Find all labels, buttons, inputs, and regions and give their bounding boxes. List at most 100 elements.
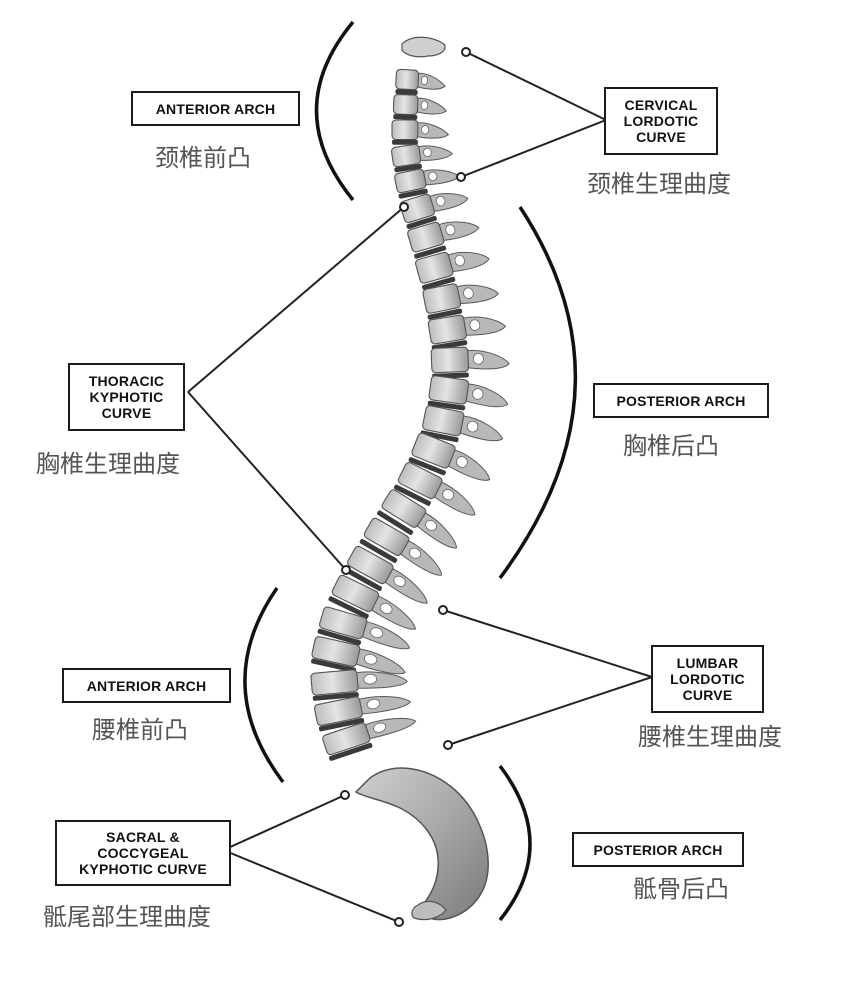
vertebral-foramen xyxy=(472,388,484,400)
vertebral-foramen xyxy=(420,100,429,110)
vertebral-body xyxy=(381,489,427,528)
vertebra-process xyxy=(415,511,458,549)
intervertebral-disc xyxy=(414,245,447,259)
vertebra-process xyxy=(432,481,476,516)
label-anterior-arch-lumbar: ANTERIOR ARCH xyxy=(62,668,231,703)
intervertebral-disc xyxy=(311,658,357,673)
label-posterior-arch-sacral: POSTERIOR ARCH xyxy=(572,832,744,867)
vertebral-body xyxy=(394,168,427,194)
leader-lines xyxy=(187,51,653,923)
intervertebral-disc xyxy=(394,163,422,173)
vertebral-body xyxy=(391,119,419,141)
intervertebral-disc xyxy=(395,89,418,95)
vertebral-foramen xyxy=(379,602,393,614)
cn-cervical-lordotic-curve: 颈椎生理曲度 xyxy=(587,170,731,198)
vertebral-foramen xyxy=(373,722,387,733)
bracket-lumbar-anterior xyxy=(243,587,285,784)
vertebral-foramen xyxy=(423,147,432,158)
vertebral-body xyxy=(392,93,419,116)
intervertebral-disc xyxy=(392,139,418,145)
vertebra-process xyxy=(399,539,443,576)
coccyx xyxy=(411,900,447,921)
vertebral-foramen xyxy=(445,224,456,236)
vertebral-body xyxy=(422,283,462,314)
vertebra-process xyxy=(428,193,469,212)
label-sacral-coccygeal-kyphotic-curve: SACRAL & COCCYGEAL KYPHOTIC CURVE xyxy=(55,820,231,886)
vertebral-body xyxy=(395,68,420,91)
vertebral-foramen xyxy=(428,171,438,182)
intervertebral-disc xyxy=(420,430,459,443)
bracket-sacral-posterior xyxy=(498,764,532,922)
vertebral-body xyxy=(415,251,454,284)
vertebral-body xyxy=(430,346,470,374)
spinous-processes xyxy=(354,36,510,740)
vertebral-body xyxy=(311,636,361,667)
vertebral-body xyxy=(428,375,470,405)
vertebral-body xyxy=(322,722,371,756)
vertebral-foramen xyxy=(442,489,455,501)
vertebral-foramen xyxy=(363,673,378,685)
vertebral-foramen xyxy=(454,254,465,267)
intervertebral-disc xyxy=(393,114,418,120)
vertebral-foramen xyxy=(370,627,384,638)
vertebral-body xyxy=(422,405,465,437)
vertebral-foramen xyxy=(425,520,437,532)
intervertebral-disc xyxy=(427,308,463,320)
vertebral-body xyxy=(407,221,445,253)
vertebral-foramen xyxy=(363,653,378,665)
vertebral-body xyxy=(363,517,410,556)
vertebra-process xyxy=(464,383,509,408)
vertebral-foramen xyxy=(456,456,468,468)
intervertebral-disc xyxy=(377,510,414,535)
cn-anterior-arch-lumbar: 腰椎前凸 xyxy=(92,716,188,744)
vertebra-process xyxy=(446,251,490,273)
vertebral-body xyxy=(399,193,436,224)
vertebral-body xyxy=(390,143,422,168)
vertebral-body xyxy=(319,606,368,640)
bracket-thoracic-posterior xyxy=(498,206,578,580)
intervertebral-disc xyxy=(328,596,369,619)
vertebra-process xyxy=(363,717,417,740)
label-thoracic-kyphotic-curve: THORACIC KYPHOTIC CURVE xyxy=(68,363,185,431)
vertebra-process xyxy=(422,169,460,186)
vertebral-foramen xyxy=(466,420,479,433)
vertebra-process xyxy=(458,415,504,442)
vertebral-body xyxy=(427,314,467,345)
cn-thoracic-kyphotic-curve: 胸椎生理曲度 xyxy=(36,450,180,478)
cn-sacral-coccygeal-kyphotic-curve: 骶尾部生理曲度 xyxy=(43,903,211,931)
intervertebral-disc xyxy=(318,717,365,732)
vertebral-body xyxy=(347,545,394,585)
vertebral-foramen xyxy=(408,547,421,559)
intervertebral-disc xyxy=(393,484,431,506)
cn-posterior-arch-thoracic: 胸椎后凸 xyxy=(623,432,719,460)
vertebral-foramen xyxy=(393,575,406,587)
vertebra-process xyxy=(437,221,480,242)
vertebral-foramen xyxy=(472,353,484,365)
vertebra-process xyxy=(357,696,412,715)
vertebral-foramen xyxy=(421,75,429,86)
intervertebral-disc xyxy=(398,188,428,199)
atlas-vertebra xyxy=(401,36,446,58)
vertebral-body xyxy=(397,461,443,500)
cn-anterior-arch-cervical: 颈椎前凸 xyxy=(155,144,251,172)
vertebral-foramen xyxy=(366,698,381,710)
intervertebral-disc xyxy=(422,276,456,290)
intervertebral-disc xyxy=(359,538,398,563)
sacrum xyxy=(354,767,489,921)
vertebra-process xyxy=(446,448,491,481)
cn-posterior-arch-sacral: 骶骨后凸 xyxy=(633,875,729,903)
bracket-cervical-anterior xyxy=(314,20,355,202)
vertebra-process xyxy=(383,567,428,604)
vertebra-process xyxy=(455,284,499,305)
vertebral-foramen xyxy=(435,195,446,207)
intervertebral-disc xyxy=(406,215,437,229)
intervertebral-disc xyxy=(343,567,382,592)
intervertebral-disc xyxy=(312,692,359,701)
vertebral-body xyxy=(310,669,359,696)
intervertebral-disc xyxy=(408,457,446,476)
vertebral-bodies xyxy=(310,68,470,761)
label-cervical-lordotic-curve: CERVICAL LORDOTIC CURVE xyxy=(604,87,718,155)
vertebral-foramen xyxy=(421,125,430,135)
